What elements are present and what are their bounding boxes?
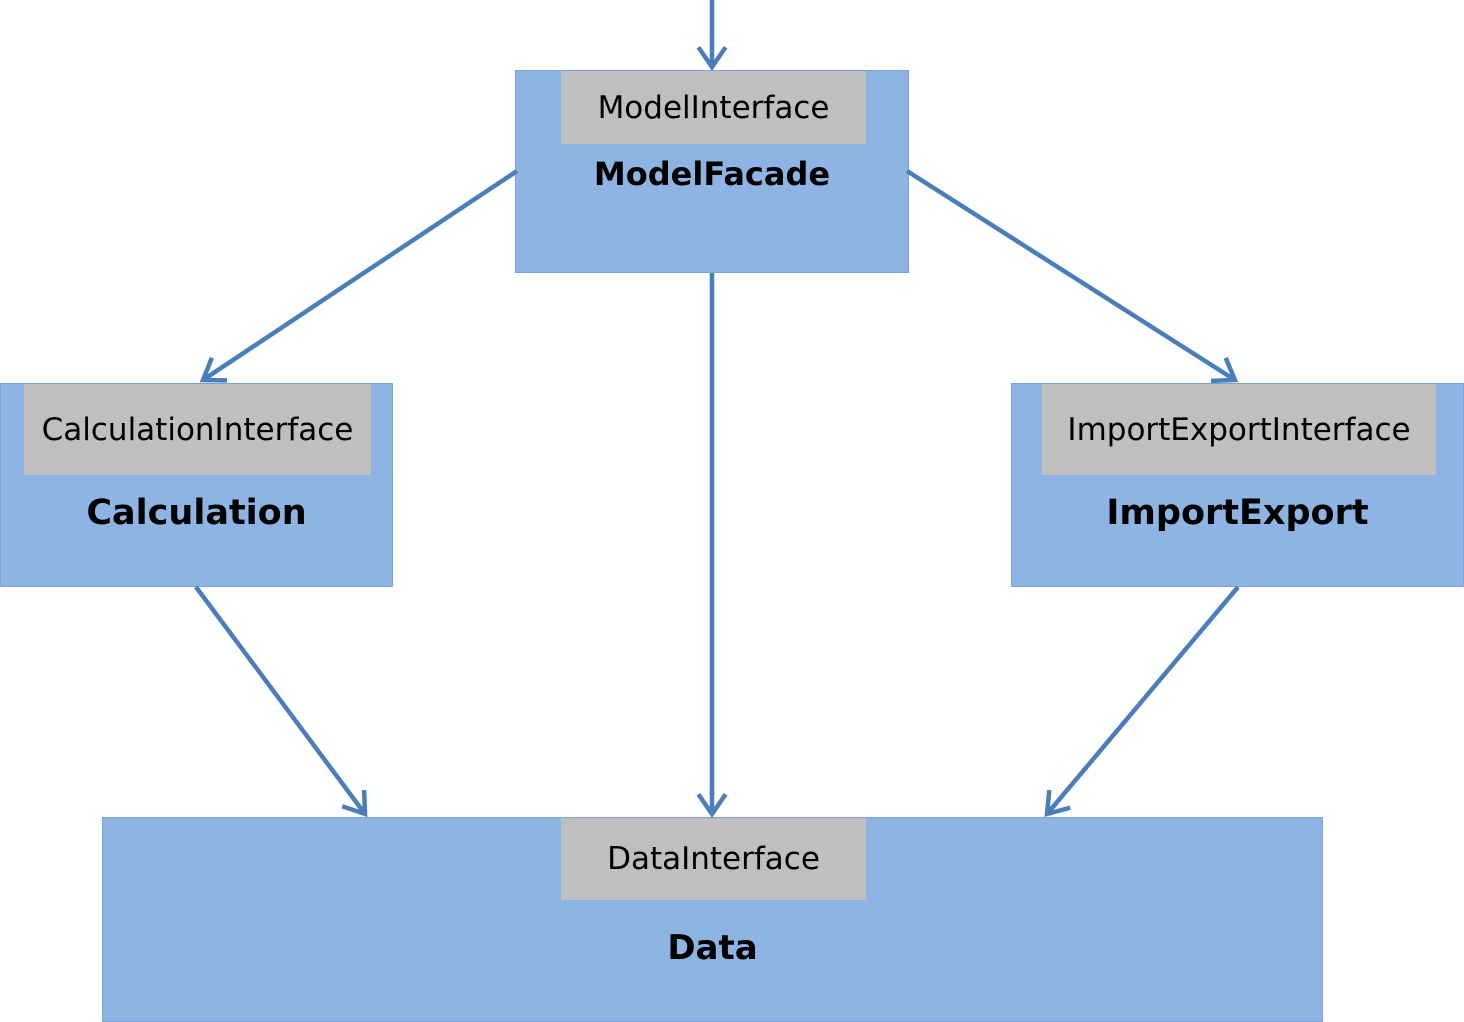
arrowhead — [341, 789, 368, 818]
calculation-interface-label: CalculationInterface — [24, 384, 371, 475]
arrow-model-facade-to-data — [696, 273, 728, 818]
model-facade-module: ModelInterface ModelFacade — [515, 70, 909, 273]
arrow-model-facade-to-calculation — [199, 169, 519, 383]
arrowhead — [1210, 357, 1239, 384]
calculation-title: Calculation — [86, 493, 307, 533]
arrow-line — [1045, 585, 1240, 816]
arrow-line — [905, 169, 1237, 382]
arrow-import-export-to-data — [1044, 585, 1240, 818]
arrow-line — [194, 585, 367, 816]
import-export-interface-label: ImportExportInterface — [1042, 384, 1436, 475]
arrow-external-to-model-facade — [696, 0, 728, 71]
arrow-calculation-to-data — [194, 585, 368, 818]
arrowhead — [696, 45, 728, 71]
arrowhead — [199, 356, 228, 383]
data-title: Data — [667, 928, 758, 968]
data-module: DataInterface Data — [102, 817, 1323, 1022]
import-export-module: ImportExportInterface ImportExport — [1011, 383, 1464, 587]
data-interface-label: DataInterface — [561, 818, 866, 900]
model-facade-title: ModelFacade — [593, 155, 831, 193]
import-export-title: ImportExport — [1106, 493, 1369, 533]
arrow-model-facade-to-import-export — [905, 169, 1239, 384]
arrowhead — [696, 792, 728, 818]
calculation-module: CalculationInterface Calculation — [0, 383, 393, 587]
model-interface-label: ModelInterface — [561, 71, 866, 144]
arrowhead — [1044, 789, 1071, 818]
arrow-line — [201, 169, 519, 382]
